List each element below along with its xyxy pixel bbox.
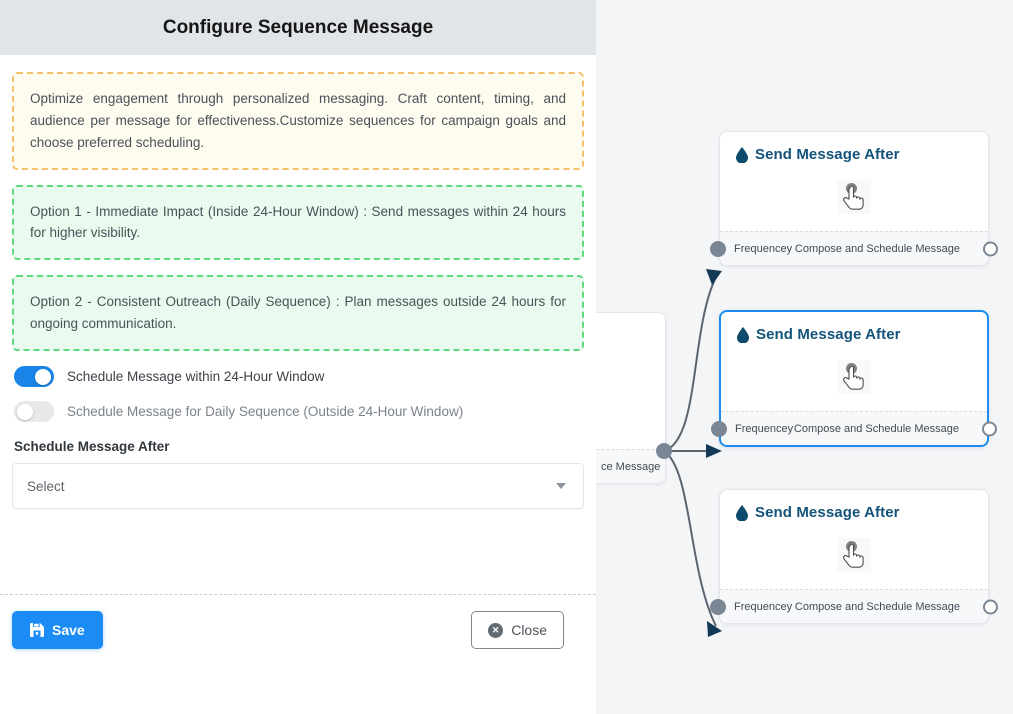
node-1-input-port[interactable] (710, 240, 726, 257)
schedule-message-after-label: Schedule Message After (14, 439, 170, 455)
pointing-hand-cursor-icon (837, 538, 871, 572)
arrowhead-top (706, 269, 722, 285)
node-send-message-after-1[interactable]: Send Message After Frequencey Compose an… (710, 131, 998, 266)
schedule-message-after-value: Select (27, 478, 65, 494)
node-3-title-row: Send Message After (720, 490, 988, 521)
node-2-footer: Frequencey Compose and Schedule Message (711, 411, 997, 445)
panel-header: Configure Sequence Message (0, 0, 596, 55)
node-3-output-port[interactable] (983, 599, 998, 614)
option-1-note: Option 1 - Immediate Impact (Inside 24-H… (12, 184, 584, 261)
schedule-message-after-select[interactable]: Select (12, 463, 584, 510)
node-2-title-row: Send Message After (721, 312, 987, 343)
node-1-frequency-label: Frequencey (734, 242, 793, 255)
configure-sequence-message-panel: Configure Sequence Message Optimize enga… (0, 0, 596, 714)
save-icon (30, 623, 44, 637)
close-button-label: Close (511, 622, 547, 638)
toggle-row-daily-sequence[interactable]: Schedule Message for Daily Sequence (Out… (12, 401, 584, 423)
toggle-knob (35, 368, 51, 385)
close-button[interactable]: ✕ Close (471, 611, 564, 649)
node-2-body (721, 343, 987, 411)
save-button[interactable]: Save (12, 611, 103, 649)
node-2-frequency-label: Frequencey (735, 422, 794, 435)
edge-to-top-node (663, 276, 717, 452)
node-1-title-row: Send Message After (720, 132, 988, 163)
page-title: Configure Sequence Message (162, 16, 434, 38)
option-2-note-text: Option 2 - Consistent Outreach (Daily Se… (30, 294, 566, 332)
pointing-hand-cursor-icon (837, 180, 871, 214)
panel-body: Optimize engagement through personalized… (0, 55, 596, 594)
toggle-row-within-24h[interactable]: Schedule Message within 24-Hour Window (12, 366, 584, 388)
description-note: Optimize engagement through personalized… (12, 72, 584, 170)
node-2-output-port[interactable] (982, 421, 997, 436)
node-1-compose-label: Compose and Schedule Message (794, 242, 960, 255)
node-3-body (720, 521, 988, 589)
node-3-title: Send Message After (755, 504, 900, 521)
node-send-message-after-3[interactable]: Send Message After Frequencey Compose an… (710, 489, 998, 624)
arrowhead-bottom (707, 621, 722, 637)
node-send-message-after-2[interactable]: Send Message After Frequencey Compose an… (711, 310, 997, 447)
node-1-footer: Frequencey Compose and Schedule Message (710, 231, 998, 265)
chevron-down-icon (556, 483, 566, 490)
upstream-node-footer-label: ce Message (601, 460, 661, 473)
toggle-schedule-daily-sequence-label: Schedule Message for Daily Sequence (Out… (67, 404, 464, 420)
option-1-note-text: Option 1 - Immediate Impact (Inside 24-H… (30, 203, 566, 241)
node-1-title: Send Message After (755, 146, 900, 163)
toggle-schedule-daily-sequence[interactable] (14, 401, 54, 423)
node-2-input-port[interactable] (711, 420, 727, 437)
droplet-icon (737, 326, 749, 343)
droplet-icon (736, 504, 748, 521)
droplet-icon (736, 146, 748, 163)
node-1-output-port[interactable] (983, 241, 998, 256)
pointing-hand-cursor-icon (837, 360, 871, 394)
panel-footer: Save ✕ Close (0, 594, 596, 714)
close-icon: ✕ (488, 622, 504, 638)
node-3-compose-label: Compose and Schedule Message (794, 600, 960, 613)
node-3-frequency-label: Frequencey (734, 600, 793, 613)
node-2-title: Send Message After (756, 326, 901, 343)
arrowhead-middle (706, 444, 722, 458)
save-button-label: Save (52, 622, 85, 638)
edge-to-bottom-node (663, 450, 717, 627)
upstream-node-output-port[interactable] (656, 443, 672, 459)
node-3-input-port[interactable] (710, 598, 726, 615)
toggle-schedule-within-24h[interactable] (14, 366, 54, 388)
toggle-schedule-within-24h-label: Schedule Message within 24-Hour Window (67, 369, 325, 385)
toggle-knob (16, 403, 33, 420)
node-1-body (720, 163, 988, 231)
node-3-footer: Frequencey Compose and Schedule Message (710, 589, 998, 623)
description-note-text: Optimize engagement through personalized… (30, 91, 566, 150)
node-2-compose-label: Compose and Schedule Message (793, 422, 959, 435)
option-2-note: Option 2 - Consistent Outreach (Daily Se… (12, 275, 584, 352)
